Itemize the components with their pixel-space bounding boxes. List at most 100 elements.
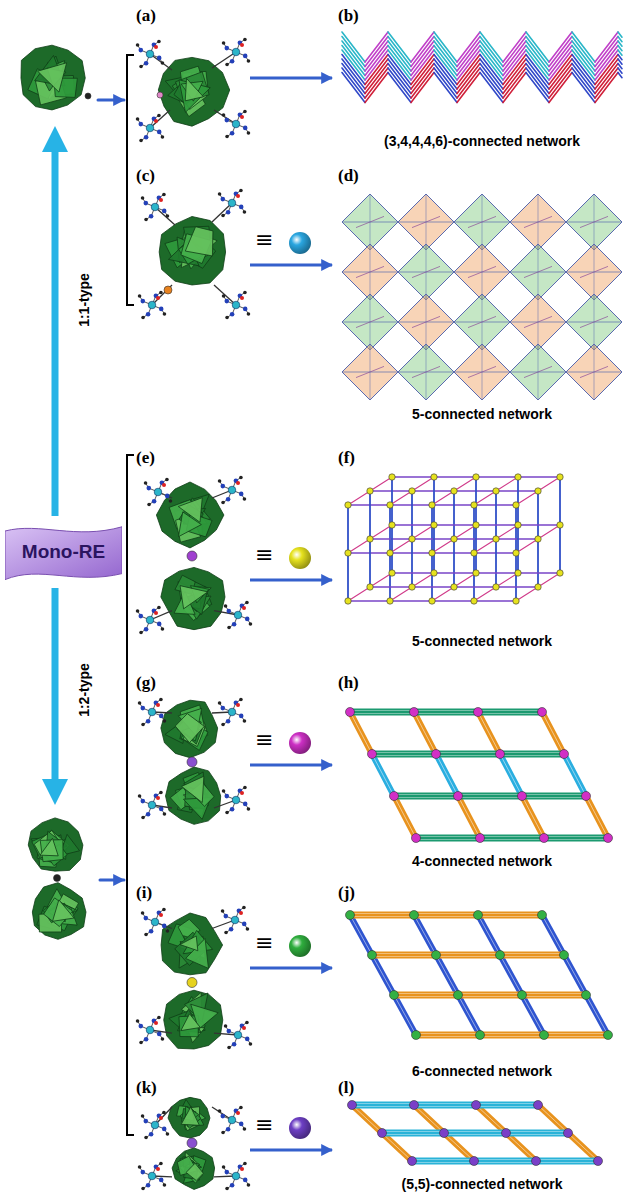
network-bond xyxy=(453,491,455,539)
network-bond xyxy=(454,525,476,539)
network-rod xyxy=(372,953,436,954)
network-rod xyxy=(476,1103,538,1104)
network-bond xyxy=(595,59,618,89)
network-bond xyxy=(503,73,526,103)
network-rod xyxy=(478,915,500,955)
rare-earth-atom xyxy=(535,488,541,494)
metal-complex xyxy=(212,38,250,68)
network-rod xyxy=(352,1103,414,1104)
network-bond xyxy=(370,538,412,539)
network-bond xyxy=(480,55,503,85)
network-bond xyxy=(388,73,411,103)
network-bond xyxy=(411,50,434,80)
network-bond xyxy=(572,64,595,94)
network-bond xyxy=(496,525,518,539)
network-bond xyxy=(572,59,595,89)
network-bond xyxy=(475,525,477,573)
network-rod xyxy=(522,993,586,994)
octahedron xyxy=(566,294,622,350)
network-bond xyxy=(526,59,549,89)
network-bond xyxy=(411,59,434,89)
network-bond xyxy=(432,552,474,553)
network-bond xyxy=(369,539,371,587)
network-rod xyxy=(414,712,436,754)
network-rod xyxy=(542,915,564,955)
network-bond xyxy=(412,586,454,587)
network-rod xyxy=(480,835,544,842)
equivalence-sign: ≡ xyxy=(255,227,273,253)
rare-earth-atom xyxy=(518,792,527,801)
network-bond xyxy=(595,73,618,103)
network-bond xyxy=(474,587,496,601)
network-bond xyxy=(365,59,388,89)
network-rod xyxy=(458,793,522,800)
octahedron xyxy=(566,244,622,300)
network-rod xyxy=(506,1134,568,1135)
network-rod xyxy=(480,839,544,840)
network-bond xyxy=(595,55,618,85)
network-rod xyxy=(478,915,500,955)
network-bond xyxy=(538,573,560,587)
network-bond xyxy=(526,73,549,103)
rare-earth-atom xyxy=(367,488,373,494)
network-bond xyxy=(391,525,393,573)
network-bond xyxy=(618,73,622,78)
network-bond xyxy=(496,586,538,587)
rare-earth-atom xyxy=(472,1101,481,1110)
type-label: 1:1-type xyxy=(76,273,92,327)
network-bond xyxy=(454,573,476,587)
bracket xyxy=(127,455,134,1135)
network-bond xyxy=(526,37,549,67)
pointer-arrow xyxy=(98,99,124,102)
metal-complex xyxy=(144,478,173,507)
network-bond xyxy=(526,50,549,80)
network-rod xyxy=(542,712,564,754)
network-bond xyxy=(457,37,480,67)
connector-arrow xyxy=(250,77,332,80)
network-bond xyxy=(537,491,539,539)
network-bond xyxy=(432,491,454,505)
network-rod xyxy=(506,1133,536,1161)
panel-letter: (j) xyxy=(332,882,355,903)
network-bond xyxy=(388,50,411,80)
network-bond xyxy=(457,68,480,98)
network-bond xyxy=(572,68,595,98)
rare-earth-atom xyxy=(164,286,172,294)
network-rod xyxy=(412,1162,474,1163)
network-rod xyxy=(458,796,480,838)
network-rod xyxy=(458,794,522,795)
network-caption: (5,5)-connected network xyxy=(401,1175,562,1195)
network-bond xyxy=(537,539,539,587)
network-bond xyxy=(572,55,595,85)
octahedron xyxy=(454,294,510,350)
network-bond xyxy=(474,552,516,553)
network-bond xyxy=(454,477,476,491)
rare-earth-atom xyxy=(471,550,477,556)
network-bond xyxy=(412,538,454,539)
metal-complex xyxy=(136,40,172,70)
network-rod xyxy=(414,1102,476,1109)
rare-earth-atom xyxy=(604,834,613,843)
network-bond xyxy=(480,59,503,89)
network-rod xyxy=(414,913,478,914)
rare-earth-atom xyxy=(378,1129,387,1138)
network-bond xyxy=(388,46,411,76)
network-rod xyxy=(416,835,480,842)
network-bond xyxy=(518,524,560,525)
rare-earth-atom xyxy=(496,750,505,759)
rare-earth-atom xyxy=(187,757,197,767)
network-bond xyxy=(434,524,476,525)
network-bond xyxy=(365,46,388,76)
octahedron xyxy=(342,194,398,250)
network-rod xyxy=(436,955,458,995)
network-bond xyxy=(390,491,412,505)
network-rod xyxy=(350,710,414,711)
network-rod xyxy=(476,1106,538,1107)
metal-complex xyxy=(212,906,249,935)
network-bond xyxy=(518,572,560,573)
rare-earth-atom xyxy=(387,502,393,508)
network-bond xyxy=(516,539,538,553)
network-rod xyxy=(350,915,372,955)
